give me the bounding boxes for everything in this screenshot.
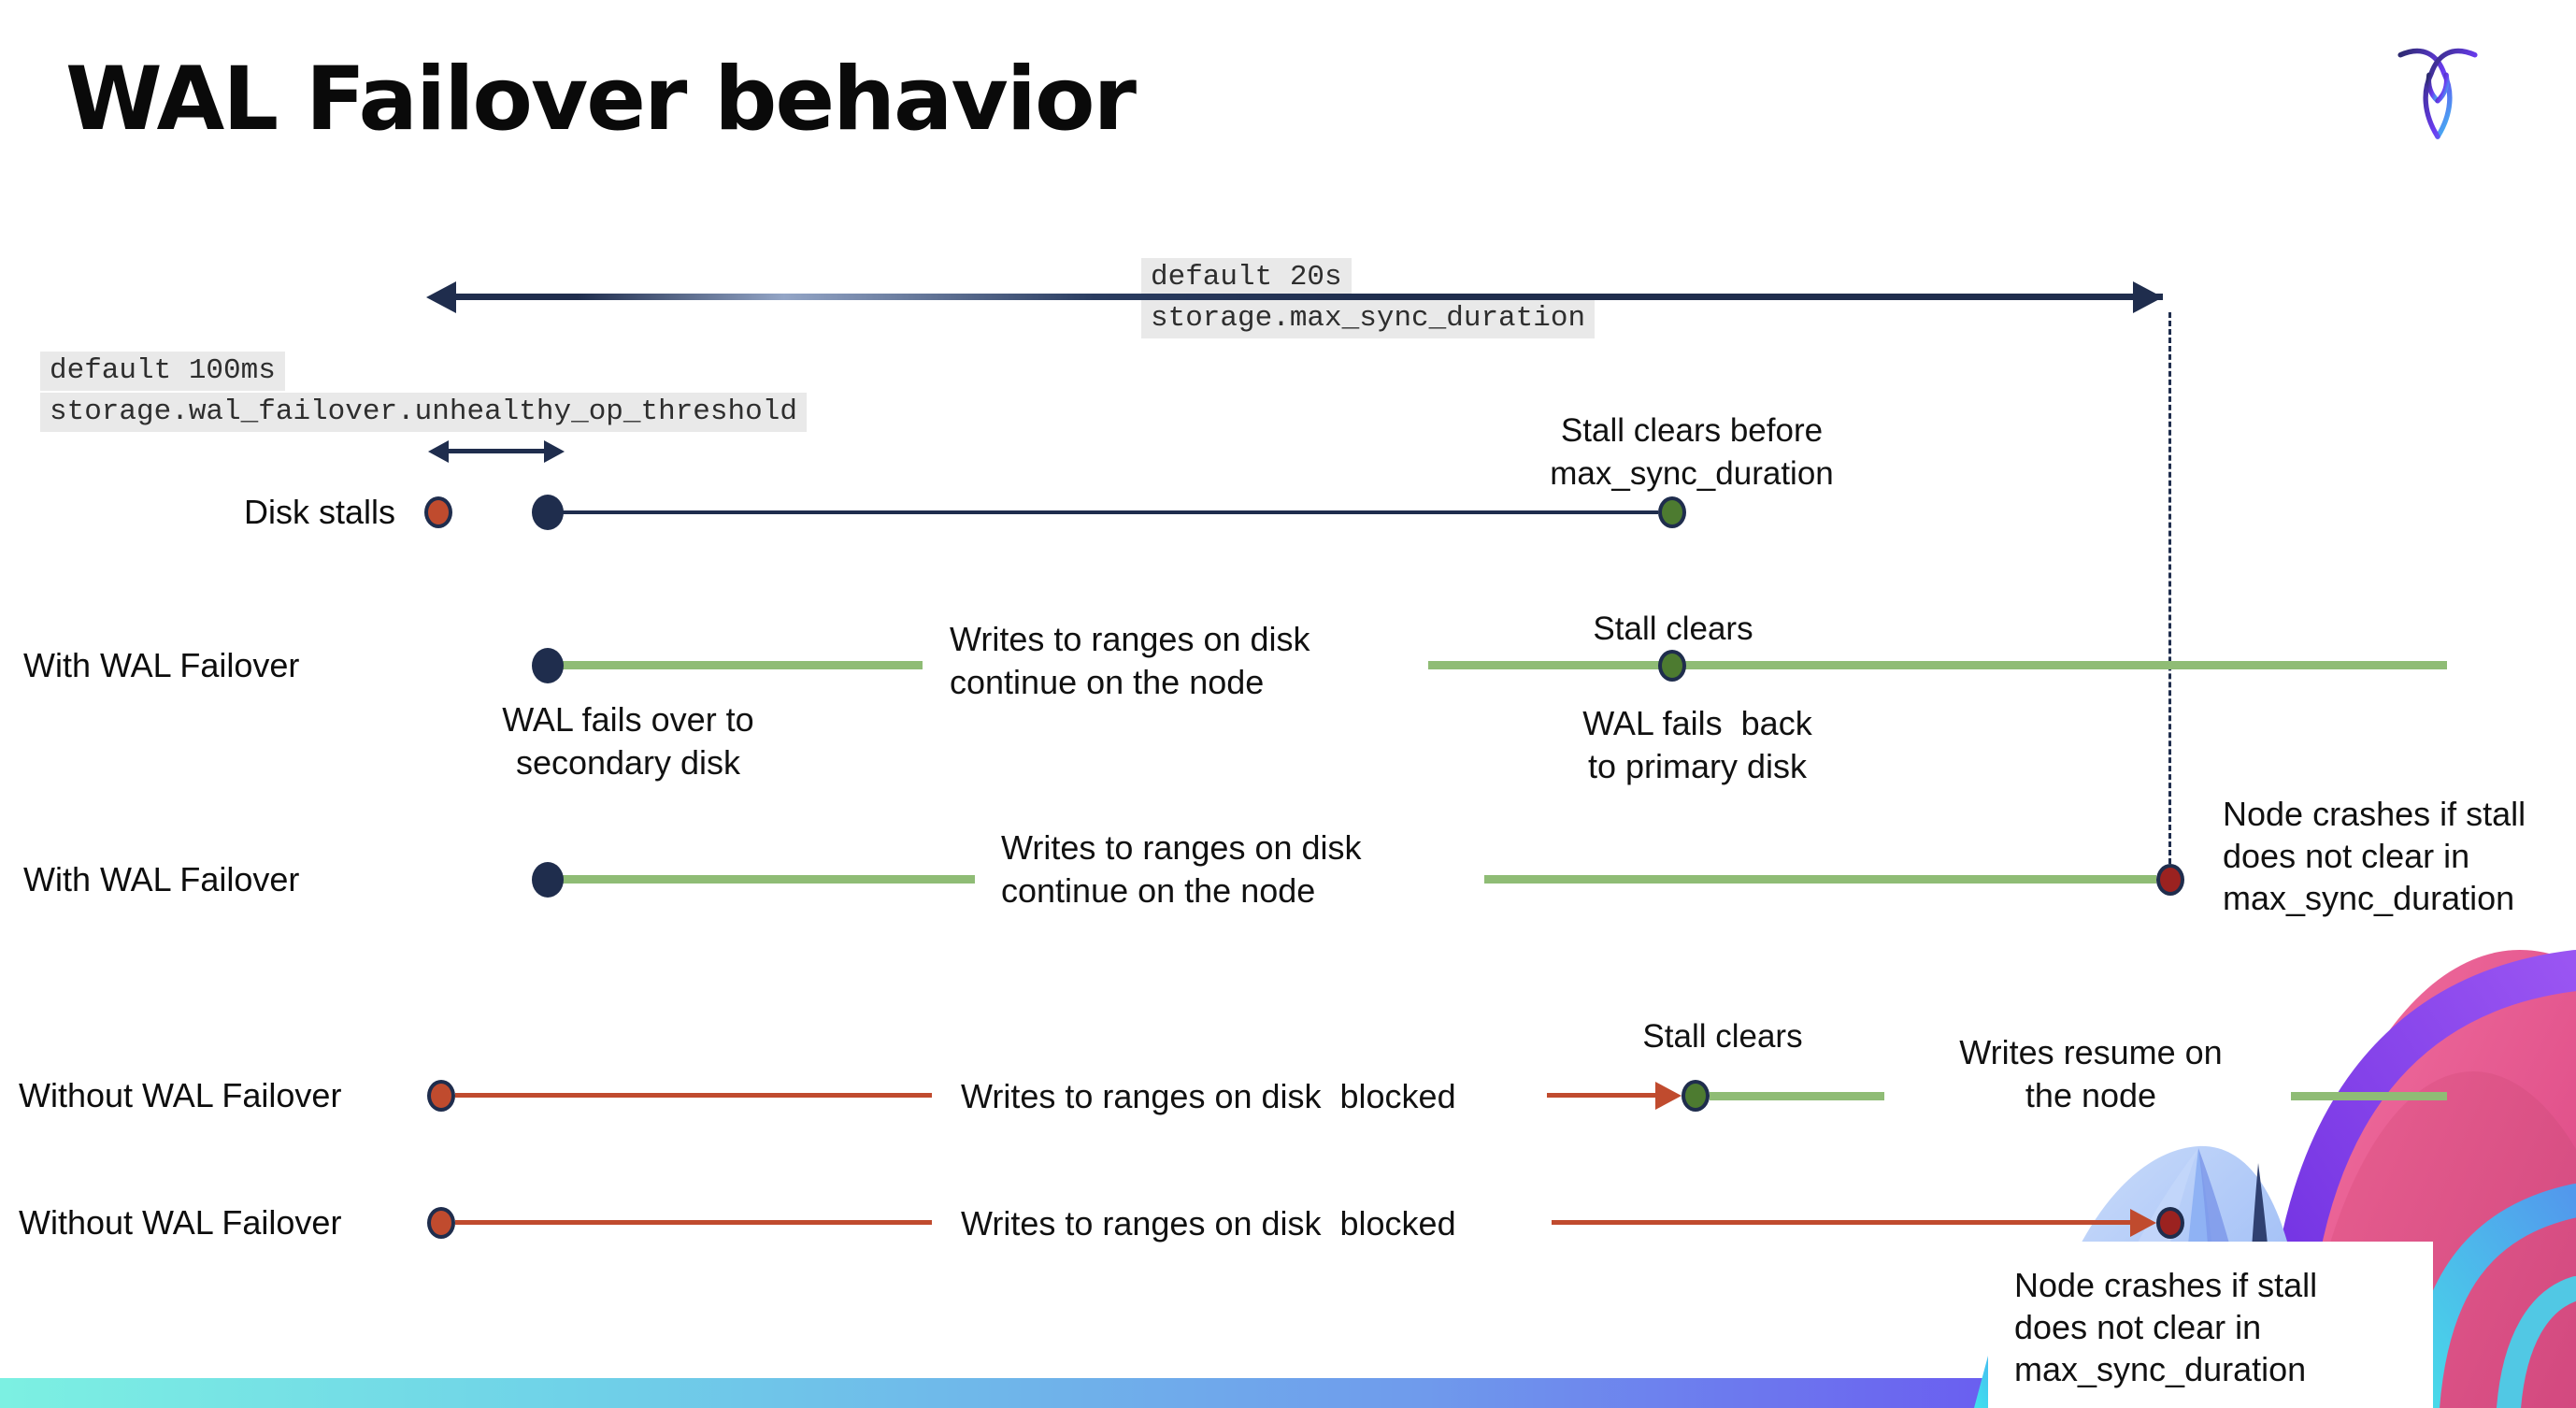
row-label-with-wal-failover-2: With WAL Failover (23, 860, 300, 898)
disk-stall-dot-3 (427, 1080, 455, 1112)
disk-stall-start-dot (424, 496, 452, 528)
arrow-left-head-icon (426, 281, 456, 313)
node-crashes-note-2: Node crashes if stall does not clear in … (2014, 1266, 2318, 1388)
writes-blocked-line-d (1552, 1220, 2130, 1225)
fails-back-note: WAL fails back to primary disk (1582, 704, 1812, 785)
threshold-default-label: default 100ms (40, 352, 285, 391)
row-label-without-wal-failover-2: Without WAL Failover (19, 1203, 342, 1242)
writes-blocked-line-c (455, 1220, 932, 1225)
fails-over-note: WAL fails over to secondary disk (502, 700, 754, 782)
stall-clears-note: Stall clears (1593, 611, 1753, 647)
crash-note-box (1988, 1242, 2433, 1408)
max-sync-duration-arrow-line (439, 294, 2163, 300)
row-label-disk-stalls: Disk stalls (243, 493, 395, 531)
stall-clears-dot (1658, 496, 1686, 528)
disk-stall-timeline-line (562, 510, 1658, 514)
row-label-with-wal-failover-1: With WAL Failover (23, 646, 300, 684)
stall-clears-before-note: Stall clears before max_sync_duration (1550, 412, 1834, 492)
threshold-arrow-left-head-icon (428, 440, 449, 463)
threshold-arrow-line (439, 449, 553, 453)
node-crashes-note: Node crashes if stall does not clear in … (2223, 795, 2526, 917)
writes-resume-line-b (2291, 1092, 2447, 1100)
blocked-arrow-head-icon (1655, 1082, 1682, 1110)
writes-continue-line-d (1484, 875, 2156, 884)
stall-clears-note-2: Stall clears (1642, 1018, 1803, 1055)
writes-continue-line-a (562, 661, 923, 669)
stall-clears-dot-2 (1658, 650, 1686, 682)
writes-continue-note: Writes to ranges on disk continue on the… (950, 620, 1310, 701)
writes-blocked-line-b (1547, 1093, 1655, 1098)
blocked-arrow-head-icon-2 (2130, 1209, 2156, 1237)
threshold-arrow-right-head-icon (544, 440, 565, 463)
threshold-reached-dot (532, 495, 564, 530)
arrow-right-head-icon (2133, 281, 2163, 313)
disk-stall-dot-4 (427, 1207, 455, 1239)
node-crash-dot-2 (2156, 1207, 2184, 1239)
cockroachdb-logo-icon (2397, 48, 2478, 139)
node-crash-dot (2156, 864, 2184, 896)
writes-continue-note-2: Writes to ranges on disk continue on the… (1001, 828, 1362, 910)
writes-blocked-line-a (455, 1093, 932, 1098)
writes-continue-line-c (562, 875, 975, 884)
writes-blocked-note-2: Writes to ranges on disk blocked (961, 1204, 1456, 1243)
writes-continue-line-b (1428, 661, 2447, 669)
writes-resume-line-a (1710, 1092, 1884, 1100)
writes-resume-note: Writes resume on the node (1959, 1033, 2223, 1114)
stall-clears-dot-3 (1682, 1080, 1710, 1112)
row-label-without-wal-failover-1: Without WAL Failover (19, 1076, 342, 1114)
failover-trigger-dot-2 (532, 862, 564, 898)
writes-blocked-note: Writes to ranges on disk blocked (961, 1077, 1456, 1115)
failover-trigger-dot (532, 648, 564, 683)
max-sync-default-label: default 20s (1141, 258, 1352, 297)
page-title: WAL Failover behavior (65, 49, 1137, 151)
threshold-setting-label: storage.wal_failover.unhealthy_op_thresh… (40, 393, 807, 432)
max-sync-setting-label: storage.max_sync_duration (1141, 299, 1596, 338)
max-sync-dashed-guide-line (2168, 312, 2171, 864)
